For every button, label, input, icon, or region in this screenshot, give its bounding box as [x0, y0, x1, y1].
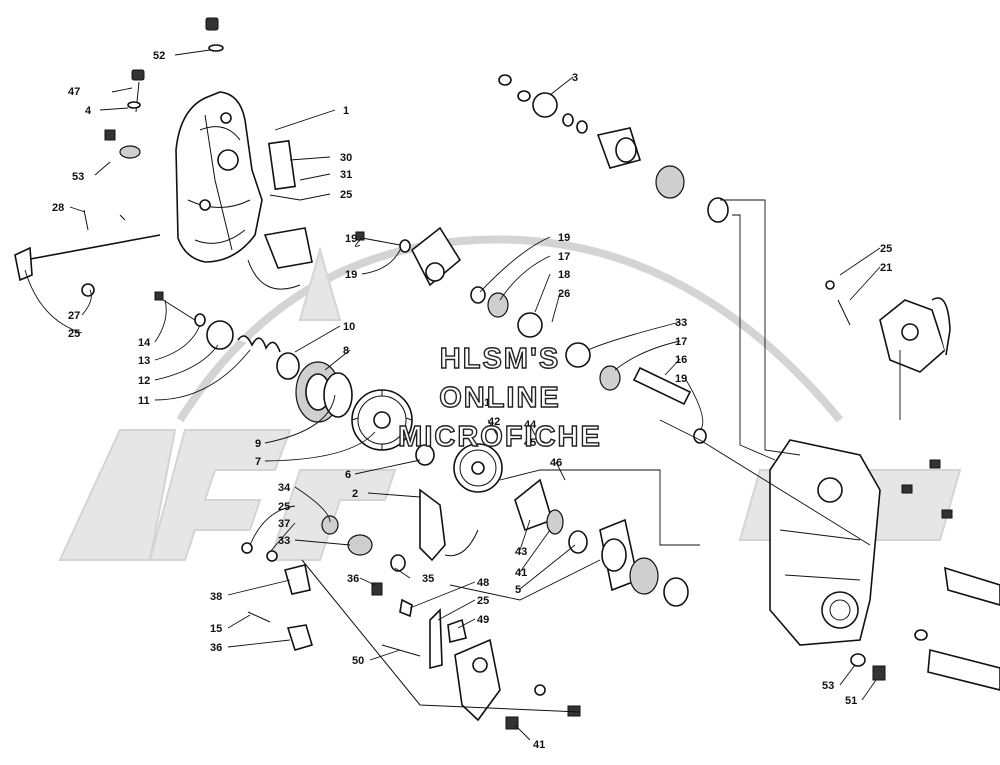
callout-label: 34	[278, 482, 291, 494]
callout-label: 14	[138, 337, 151, 349]
middle-shaft-parts	[355, 226, 707, 444]
callout-label: 53	[822, 680, 834, 692]
callout-label: 28	[52, 202, 64, 214]
callout-label: 33	[278, 535, 290, 547]
callout-label: 27	[68, 310, 80, 322]
callout-label: 16	[675, 354, 687, 366]
callout-label: 8	[343, 345, 349, 357]
callout-label: 11	[138, 395, 150, 407]
callout-label: 35	[422, 573, 434, 585]
callout-label: 9	[255, 438, 261, 450]
callout-label: 33	[675, 317, 687, 329]
callout-label: 42	[488, 416, 500, 428]
gear-case	[769, 439, 1000, 691]
callout-label: 48	[477, 577, 489, 589]
callout-label: 41	[515, 567, 527, 579]
callout-label: 18	[558, 269, 570, 281]
callout-label: 43	[515, 546, 527, 558]
callout-label: 25	[477, 595, 489, 607]
callout-label: 25	[880, 243, 892, 255]
callout-label: 19	[675, 373, 687, 385]
callout-label: 51	[845, 695, 857, 707]
callout-label: 10	[343, 321, 355, 333]
bolt-set-upper	[104, 129, 141, 159]
callout-label: 36	[347, 573, 359, 585]
callout-label: 21	[880, 262, 892, 274]
dipstick	[127, 69, 145, 113]
callout-label: 52	[153, 50, 165, 62]
callout-label: 30	[340, 152, 352, 164]
callout-label: 19	[345, 233, 357, 245]
callout-label: 37	[278, 518, 290, 530]
callout-label: 3	[572, 72, 578, 84]
callout-label: 31	[340, 169, 352, 181]
drive-sprocket	[415, 443, 503, 493]
callout-label: 41	[478, 397, 490, 409]
routing-lines	[449, 199, 901, 601]
callout-label: 2	[352, 488, 358, 500]
watermark-line-2: ONLINE	[439, 382, 561, 414]
drive-chain	[419, 488, 479, 562]
chaincase-cover	[175, 91, 263, 263]
shift-lever-shaft	[14, 209, 161, 297]
tensioner-stack	[154, 291, 300, 380]
callout-label: 15	[210, 623, 222, 635]
upper-shaft-parts	[498, 74, 729, 223]
callout-label: 49	[477, 614, 489, 626]
callout-label: 25	[68, 328, 80, 340]
seal-stack	[514, 478, 689, 607]
shift-linkage	[241, 515, 581, 730]
callout-label: 19	[558, 232, 570, 244]
callout-label: 6	[345, 469, 351, 481]
callout-label: 25	[340, 189, 352, 201]
callout-label: 53	[72, 171, 84, 183]
callout-label: 17	[675, 336, 687, 348]
driven-sprocket	[351, 389, 413, 451]
tensioner-bracket	[247, 227, 313, 290]
brake-bracket	[825, 280, 951, 373]
callout-label: 36	[210, 642, 222, 654]
callout-label: 47	[68, 86, 80, 98]
drain-plug	[205, 17, 224, 52]
callout-label: 19	[345, 269, 357, 281]
callout-label: 1	[343, 105, 349, 117]
callout-label: 46	[550, 457, 562, 469]
callout-label: 12	[138, 375, 150, 387]
leader-lines	[24, 49, 881, 741]
callout-label: 50	[352, 655, 364, 667]
callout-label: 5	[515, 584, 521, 596]
callout-label: 25	[278, 501, 290, 513]
callout-label: 7	[255, 456, 261, 468]
decal-plate	[267, 139, 301, 201]
watermark-line-3: MICROFICHE	[398, 421, 602, 453]
watermark: HLSM'S ONLINE MICROFICHE	[397, 342, 602, 453]
callout-label: 26	[558, 288, 570, 300]
callout-label: 41	[533, 739, 545, 751]
watermark-line-1: HLSM'S	[440, 343, 560, 375]
callout-label: 4	[85, 105, 92, 117]
callout-label: 13	[138, 355, 150, 367]
background-logo	[58, 235, 962, 561]
callout-label: 17	[558, 251, 570, 263]
callout-label: 45	[524, 437, 536, 449]
bearing-assembly	[295, 361, 353, 423]
callout-labels: 52 47 4 53 28 27 25 14 13 12 11 1 30 31 …	[52, 50, 892, 751]
callout-label: 44	[524, 419, 537, 431]
callout-label: 38	[210, 591, 222, 603]
